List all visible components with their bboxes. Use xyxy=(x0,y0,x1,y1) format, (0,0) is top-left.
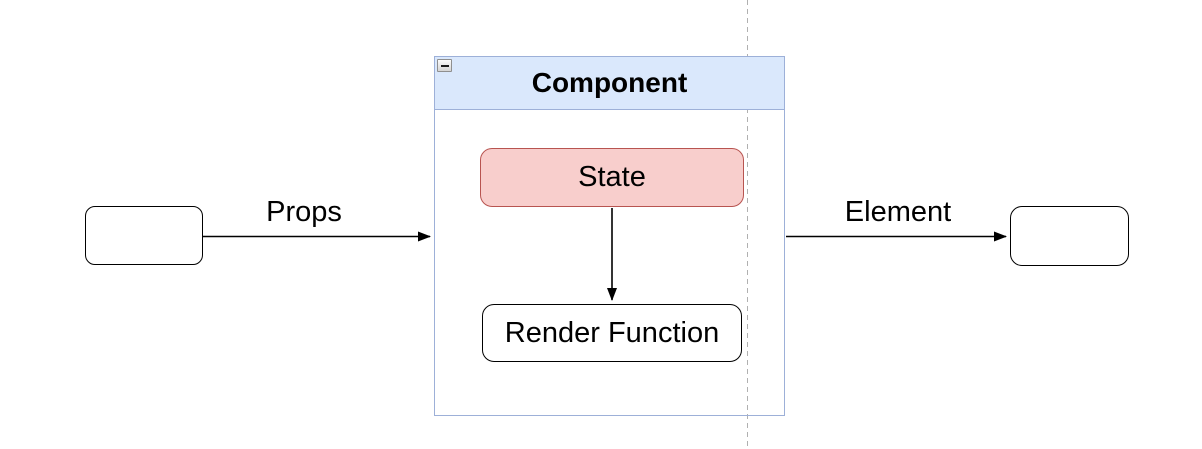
state-node[interactable]: State xyxy=(480,148,744,207)
element-target-node[interactable] xyxy=(1010,206,1129,266)
component-container[interactable]: Component xyxy=(434,56,785,416)
component-header[interactable]: Component xyxy=(435,57,784,110)
component-title: Component xyxy=(531,67,688,98)
props-edge-label: Props xyxy=(266,196,342,228)
page-break-line xyxy=(747,0,748,449)
render-function-node[interactable]: Render Function xyxy=(482,304,742,362)
props-source-node[interactable] xyxy=(85,206,203,265)
collapse-minus-icon[interactable] xyxy=(437,59,452,72)
element-edge-label: Element xyxy=(844,196,952,228)
minus-glyph xyxy=(440,64,449,67)
